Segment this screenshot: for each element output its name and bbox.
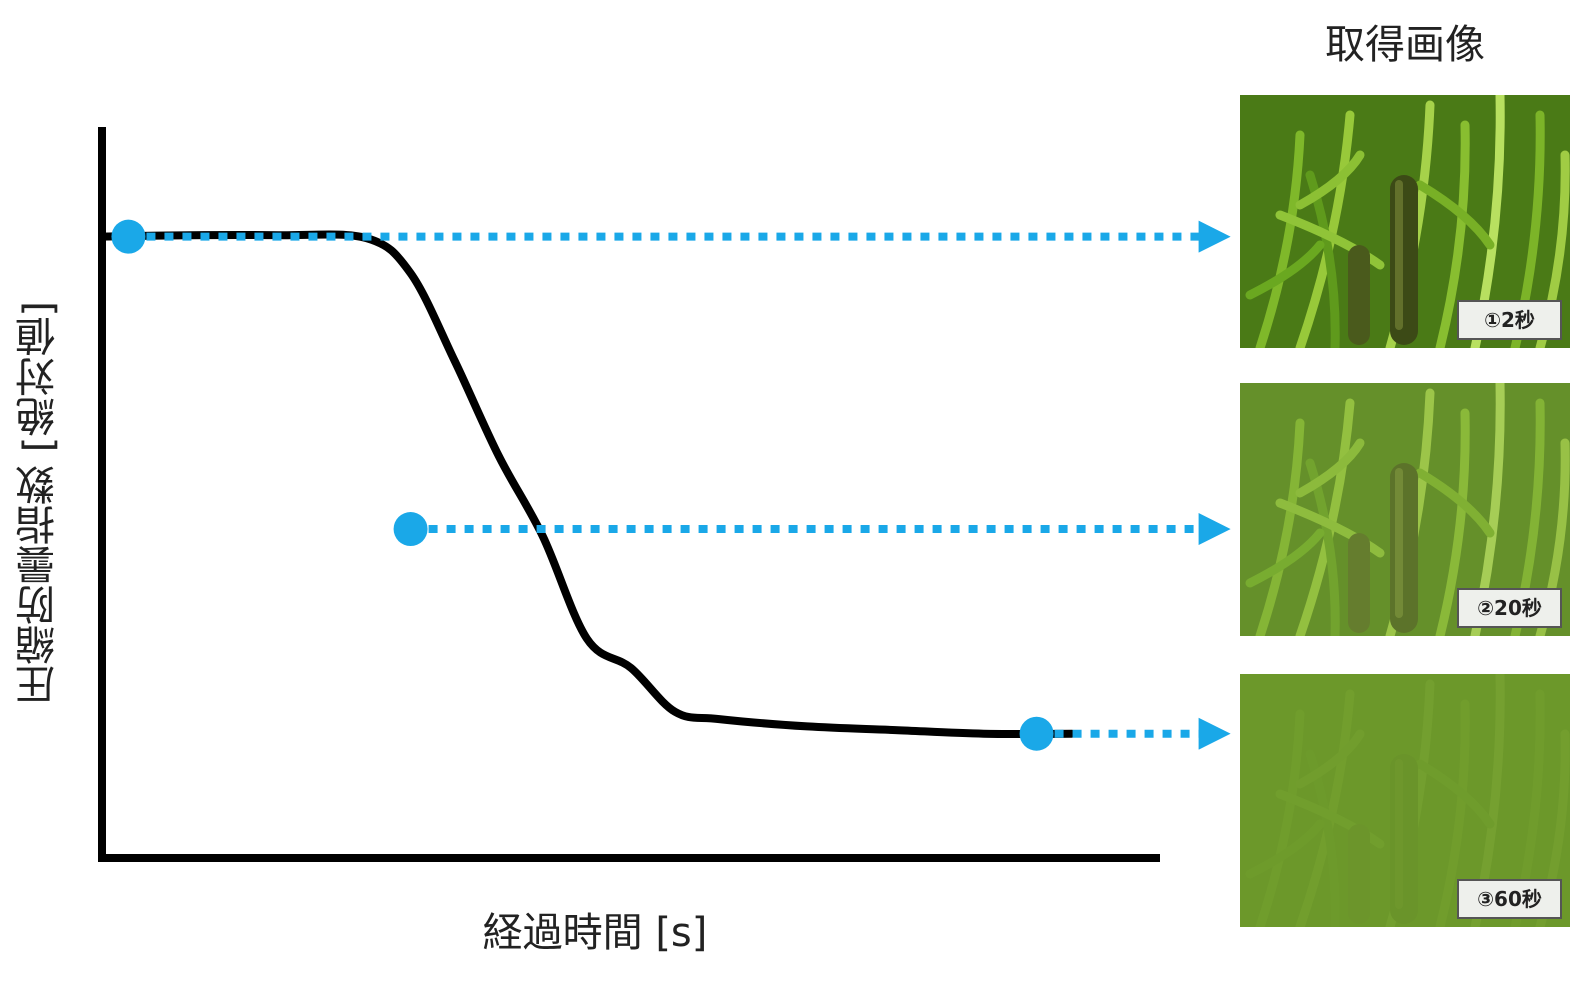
image-caption-2: ②20秒	[1457, 588, 1562, 628]
marker-point-1	[111, 219, 146, 254]
image-caption-1: ①2秒	[1457, 300, 1562, 340]
image-frame-1: ①2秒	[1240, 95, 1570, 348]
image-frame-3: ③60秒	[1240, 674, 1570, 927]
y-axis-label: 圧縮防曇指数 [絶対値]	[16, 301, 62, 705]
panel-title: 取得画像	[1325, 22, 1485, 68]
marker-point-2	[393, 512, 428, 547]
image-frame-2: ②20秒	[1240, 383, 1570, 636]
series-line	[98, 230, 1076, 738]
markers-layer	[111, 219, 1231, 751]
marker-point-3	[1019, 716, 1054, 751]
x-axis-label: 経過時間 [s]	[482, 910, 708, 956]
image-caption-3: ③60秒	[1457, 879, 1562, 919]
reed-photo-3	[1240, 674, 1570, 927]
